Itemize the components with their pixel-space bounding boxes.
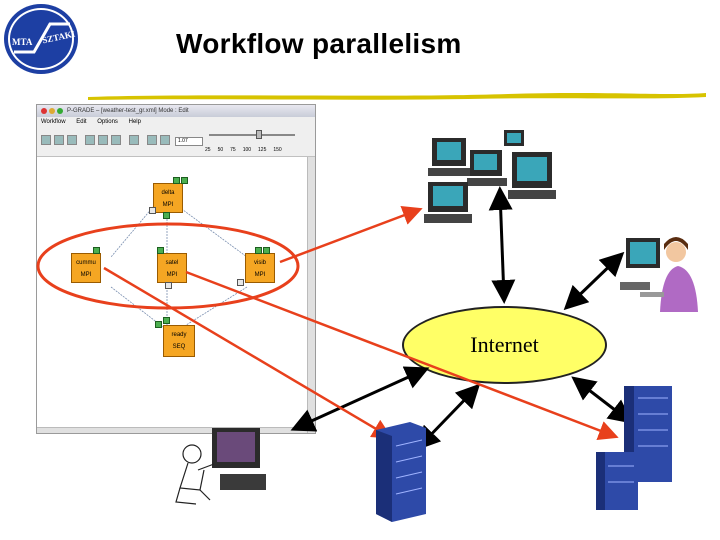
arrow-internet-client [290,366,430,432]
port[interactable] [181,177,188,184]
horizontal-scrollbar[interactable] [37,427,307,433]
workflow-node-cummu[interactable]: cummu MPI [71,253,101,283]
port[interactable] [93,247,100,254]
zoom-field[interactable]: 1.07 [175,137,203,146]
port[interactable] [165,282,172,289]
arrow-internet-user [563,251,625,311]
zoom-in-icon[interactable] [160,135,170,145]
menu-help[interactable]: Help [128,119,141,125]
parallel-jobs-highlight [36,222,300,310]
open-icon[interactable] [54,135,64,145]
zoom-slider-track [209,134,295,136]
zoom-out-icon[interactable] [147,135,157,145]
sztaki-logo: MTA SZTAKI [4,4,78,74]
workflow-canvas[interactable]: delta MPI cummu MPI satel MPI visib MPI … [37,157,315,433]
arrow-internet-workstations [488,186,516,304]
cluster-icon [596,386,672,510]
menu-options[interactable]: Options [97,119,118,125]
port[interactable] [163,317,170,324]
arrow-job-to-cluster [185,270,619,440]
arrow-internet-cluster [571,376,633,424]
person-sketch-icon [175,428,266,505]
menu-edit[interactable]: Edit [76,119,87,125]
arrow-job-to-server [103,266,393,439]
vertical-scrollbar[interactable] [307,157,315,433]
port[interactable] [173,177,180,184]
port[interactable] [155,321,162,328]
arrow-job-to-workstations [279,205,423,264]
port[interactable] [255,247,262,254]
port[interactable] [157,247,164,254]
port[interactable] [237,279,244,286]
server-rack-icon [376,422,426,522]
workflow-node-satel[interactable]: satel MPI [157,253,187,283]
new-icon[interactable] [41,135,51,145]
copy-icon[interactable] [98,135,108,145]
menu-workflow[interactable]: Workflow [41,119,66,125]
internet-cloud: Internet [402,306,607,384]
workflow-node-delta[interactable]: delta MPI [153,183,183,213]
zoom-slider-knob[interactable] [256,130,262,139]
title-underline [88,93,706,100]
port[interactable] [163,212,170,219]
menubar: Workflow Edit Options Help [37,117,315,128]
window-titlebar: P-GRADE – [weather-test_gr.xml] Mode : E… [37,105,315,117]
port[interactable] [263,247,270,254]
slide-title: Workflow parallelism [176,28,462,59]
workflow-editor-window: P-GRADE – [weather-test_gr.xml] Mode : E… [36,104,316,434]
port[interactable] [149,207,156,214]
cut-icon[interactable] [85,135,95,145]
workstation-icon [424,130,556,223]
window-title: P-GRADE – [weather-test_gr.xml] Mode : E… [67,108,189,114]
user-at-pc-icon [620,237,698,312]
workflow-node-ready[interactable]: ready SEQ [163,325,195,357]
logo-text-left: MTA [12,37,33,47]
save-icon[interactable] [67,135,77,145]
delete-icon[interactable] [129,135,139,145]
paste-icon[interactable] [111,135,121,145]
arrow-internet-server [415,383,481,451]
